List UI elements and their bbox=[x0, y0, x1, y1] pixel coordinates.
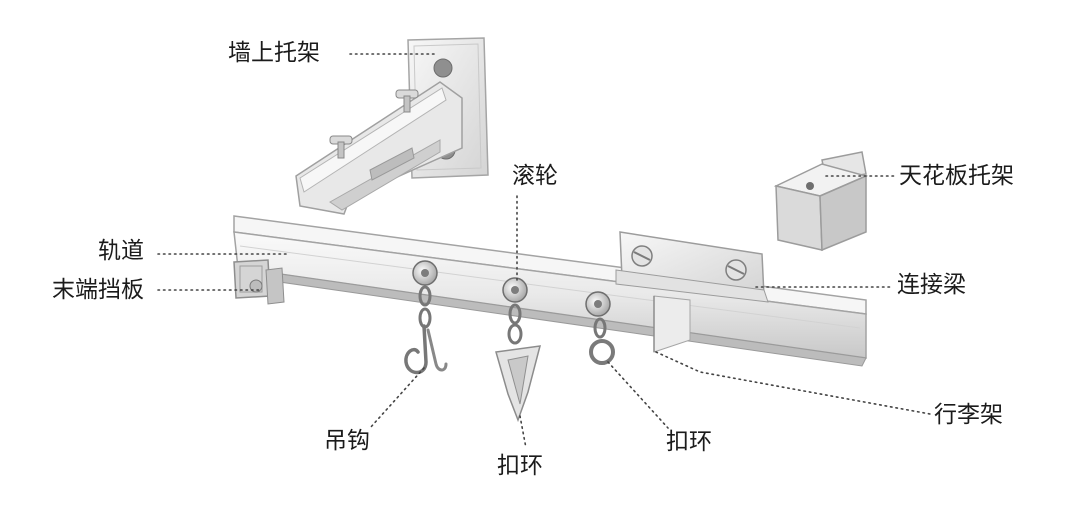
leader-hook bbox=[369, 367, 425, 429]
label-clasp-ring-1: 扣环 bbox=[497, 453, 543, 479]
label-end-stop: 末端挡板 bbox=[52, 277, 144, 303]
connector-screw-2 bbox=[725, 259, 747, 281]
label-clasp-ring-2: 扣环 bbox=[666, 429, 712, 455]
wall-bracket-hole-top bbox=[433, 58, 453, 78]
rail-track bbox=[233, 215, 867, 367]
leader-lines bbox=[157, 53, 931, 449]
leader-luggage-rack bbox=[655, 351, 931, 415]
ring bbox=[589, 339, 615, 365]
label-hook: 吊钩 bbox=[324, 428, 370, 454]
connector-screw-1 bbox=[631, 245, 653, 267]
connector-beam bbox=[615, 231, 769, 303]
label-ceiling-bracket: 天花板托架 bbox=[899, 163, 1014, 189]
roller-clip-assembly bbox=[495, 277, 542, 423]
wall-bracket-bolt-1 bbox=[395, 89, 419, 113]
label-luggage-rack: 行李架 bbox=[934, 402, 1003, 428]
luggage-rack bbox=[653, 295, 691, 353]
label-wall-bracket: 墙上托架 bbox=[228, 40, 320, 66]
hook bbox=[404, 324, 428, 375]
wall-bracket-slot bbox=[369, 147, 415, 181]
ceiling-bracket bbox=[773, 151, 869, 252]
label-connector-beam: 连接梁 bbox=[897, 272, 966, 298]
leader-clip-ring bbox=[519, 415, 527, 449]
leader-ring bbox=[607, 361, 669, 429]
end-stop bbox=[233, 259, 285, 305]
label-track: 轨道 bbox=[98, 238, 144, 264]
roller-hook-assembly bbox=[404, 260, 448, 375]
roller-ring-assembly bbox=[585, 291, 615, 365]
wall-bracket-bolt-2 bbox=[329, 135, 353, 159]
wall-bracket bbox=[295, 37, 489, 215]
label-roller: 滚轮 bbox=[512, 163, 558, 189]
